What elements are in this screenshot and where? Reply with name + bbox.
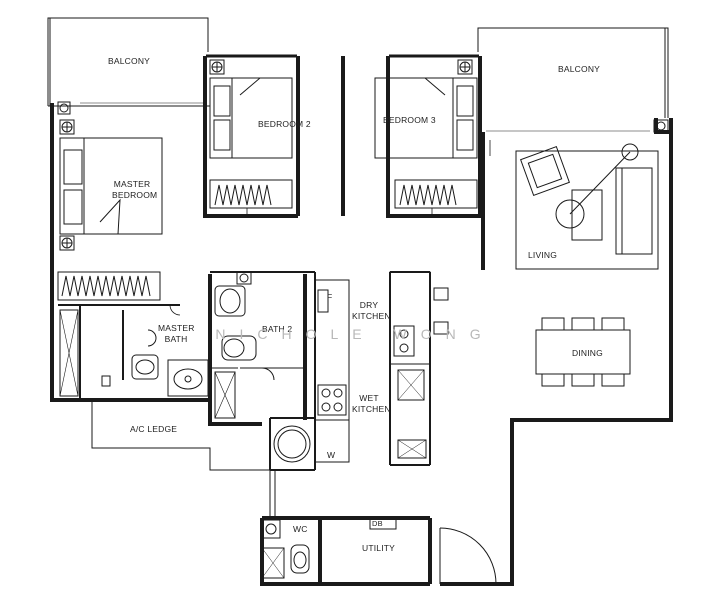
label-master-bath-line1: MASTER <box>158 323 195 333</box>
label-master-bath-line2: BATH <box>164 334 188 344</box>
label-wc: WC <box>293 524 308 534</box>
label-master-bedroom-line2: BEDROOM <box>112 190 158 200</box>
balcony-right <box>477 27 669 132</box>
balcony-left <box>47 17 210 107</box>
watermark: NICHOLE WONG <box>215 326 495 342</box>
living-furniture <box>515 143 659 270</box>
label-bath-2: BATH 2 <box>262 324 293 334</box>
label-fridge: F <box>327 292 333 302</box>
exterior-walls <box>50 54 673 586</box>
interior-doors <box>169 140 491 316</box>
label-master-bedroom: MASTER BEDROOM <box>112 179 158 201</box>
label-dining: DINING <box>572 348 603 358</box>
label-balcony-left: BALCONY <box>108 56 151 66</box>
label-wet-kitchen-line1: WET <box>359 393 379 403</box>
label-wet-kitchen: WET KITCHEN <box>352 393 391 415</box>
label-dry-kitchen-line1: DRY <box>359 300 379 310</box>
bedroom3-bed <box>374 77 478 159</box>
bedroom3-wardrobe <box>394 179 478 209</box>
label-bedroom-2: BEDROOM 2 <box>258 119 311 129</box>
label-bedroom-3: BEDROOM 3 <box>383 115 436 125</box>
bath2-fixtures <box>210 285 305 419</box>
label-living: LIVING <box>528 250 558 260</box>
master-wardrobe <box>57 271 161 301</box>
wc-fixtures <box>261 519 310 579</box>
label-balcony-right: BALCONY <box>558 64 601 74</box>
entrance-door <box>439 527 512 586</box>
bedroom2-bed <box>209 77 293 159</box>
label-wet-kitchen-line2: KITCHEN <box>352 404 391 414</box>
washing-machine <box>273 425 311 463</box>
label-master-bath: MASTER BATH <box>158 323 194 345</box>
dining-set <box>535 317 631 387</box>
label-ac-ledge: A/C LEDGE <box>130 424 178 434</box>
column-markers <box>57 59 669 285</box>
master-bath-fixtures <box>59 309 209 397</box>
utility-fixtures <box>369 518 397 530</box>
label-master-bedroom-line1: MASTER <box>113 179 151 189</box>
label-dry-kitchen-line2: KITCHEN <box>352 311 391 321</box>
ac-ledge-outline <box>91 400 271 518</box>
master-bed <box>59 137 163 235</box>
label-db: DB <box>372 519 383 528</box>
label-washer: W <box>327 450 336 460</box>
label-dry-kitchen: DRY KITCHEN <box>352 300 391 322</box>
label-utility: UTILITY <box>362 543 396 553</box>
bedroom2-wardrobe <box>209 179 293 209</box>
kitchen-counter-left <box>314 279 350 463</box>
kitchen-island <box>389 271 449 459</box>
